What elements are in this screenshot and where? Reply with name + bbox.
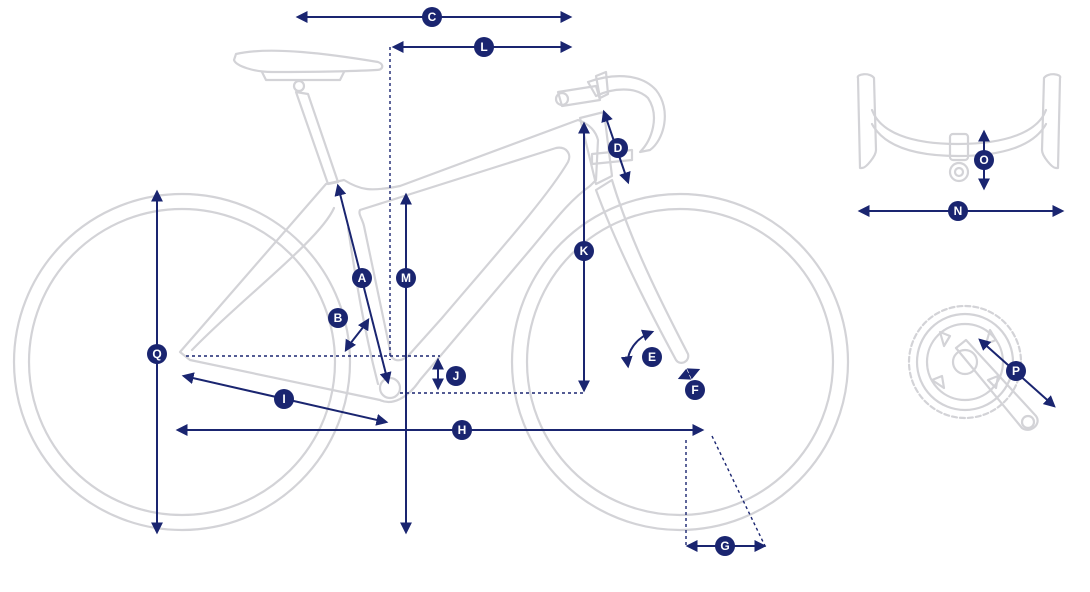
badge-label-J: J (453, 369, 460, 383)
dim-arc-B (344, 317, 370, 353)
badge-label-G: G (720, 539, 729, 553)
badge-label-O: O (979, 153, 988, 167)
badge-Q: Q (147, 344, 167, 364)
badge-L: L (474, 37, 494, 57)
bottom-bracket (378, 376, 402, 400)
badge-label-C: C (428, 10, 437, 24)
bike-outline (12, 49, 1062, 532)
seatstay-inner (190, 206, 336, 352)
fork (594, 178, 690, 364)
badge-P: P (1006, 361, 1026, 381)
badge-O: O (974, 150, 994, 170)
badge-label-N: N (954, 204, 963, 218)
front-wheel (510, 192, 850, 532)
badge-F: F (685, 380, 705, 400)
badge-label-E: E (648, 350, 656, 364)
badge-label-Q: Q (152, 347, 161, 361)
badge-H: H (452, 420, 472, 440)
badge-label-M: M (401, 271, 411, 285)
badge-label-H: H (458, 423, 467, 437)
rear-wheel (12, 192, 352, 532)
badge-G: G (715, 536, 735, 556)
badge-label-K: K (580, 244, 589, 258)
badge-I: I (274, 389, 294, 409)
badge-label-D: D (614, 141, 623, 155)
dash-G-slanted (711, 435, 767, 549)
badge-B: B (328, 308, 348, 328)
dim-line-F (677, 368, 701, 380)
frame-outer (178, 118, 600, 404)
badge-label-F: F (691, 383, 698, 397)
badge-E: E (642, 347, 662, 367)
badge-J: J (446, 366, 466, 386)
badges: C L A B M J K D E F I H Q G N O P (147, 7, 1026, 556)
badge-A: A (352, 268, 372, 288)
badge-N: N (948, 201, 968, 221)
badge-label-B: B (334, 311, 343, 325)
saddle (232, 49, 384, 93)
handlebar-front-view (856, 73, 1062, 183)
seatpost (294, 90, 340, 186)
badge-label-P: P (1012, 364, 1020, 378)
badge-label-L: L (480, 40, 487, 54)
badge-C: C (422, 7, 442, 27)
badge-M: M (396, 268, 416, 288)
chainstay-inner (346, 226, 380, 386)
badge-label-A: A (358, 271, 367, 285)
badge-K: K (574, 241, 594, 261)
badge-label-I: I (282, 392, 285, 406)
dim-arc-E (620, 329, 655, 369)
badge-D: D (608, 138, 628, 158)
